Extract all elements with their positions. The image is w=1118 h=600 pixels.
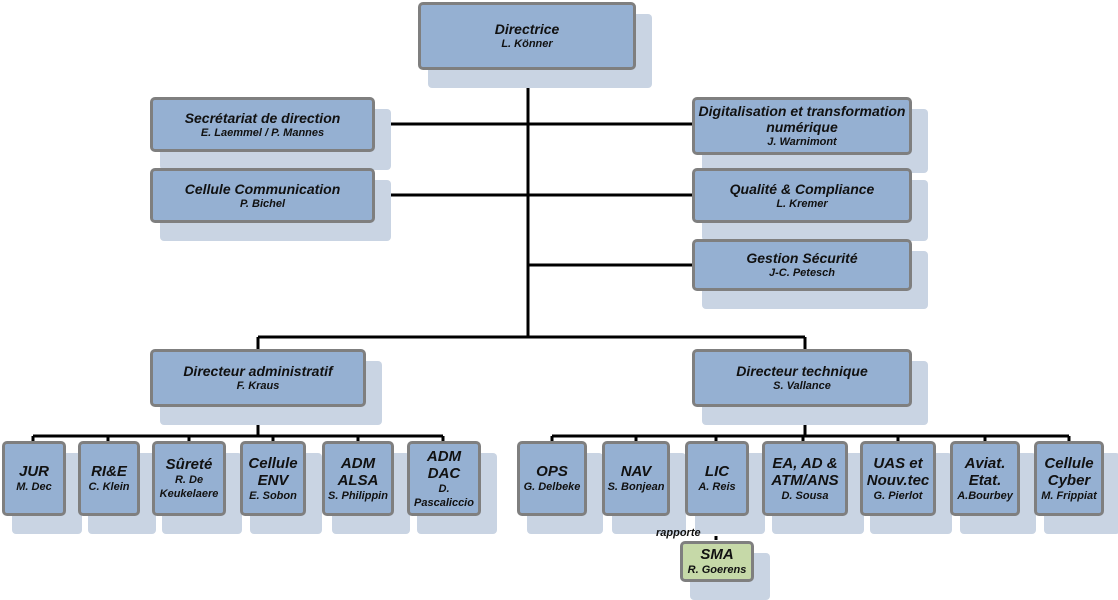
communication-box-person: P. Bichel (239, 197, 286, 210)
directeur-admin-box-title: Directeur administratif (183, 363, 333, 379)
tech-unit-box-person: G. Pierlot (873, 489, 923, 502)
admin-unit-box-title: JUR (18, 463, 49, 480)
tech-unit-box-person: G. Delbeke (523, 481, 581, 493)
admin-unit-box-person: E. Sobon (249, 489, 297, 502)
qualite-box-person: L. Kremer (776, 197, 828, 210)
gestion-securite-box-title: Gestion Sécurité (746, 250, 858, 266)
admin-unit-box-person: S. Philippin (328, 489, 388, 502)
directrice-box-title: Directrice (494, 21, 560, 37)
digitalisation-box-title: Digitalisation et transformation numériq… (698, 103, 906, 135)
communication-box-title: Cellule Communication (184, 180, 341, 197)
admin-unit-box-title: Cellule ENV (248, 454, 298, 489)
digitalisation-box-person: J. Warnimont (767, 136, 837, 148)
admin-unit-box-person: D. Pascaliccio (414, 482, 474, 509)
tech-unit-box-person: D. Sousa (781, 489, 829, 502)
directeur-admin-box-person: F. Kraus (236, 380, 280, 392)
tech-unit-box-person: A. Reis (698, 481, 736, 493)
admin-unit-box-person: M. Dec (16, 481, 52, 493)
digitalisation-box[interactable]: Digitalisation et transformation numériq… (692, 97, 912, 155)
tech-unit-box-title: EA, AD & ATM/ANS (771, 454, 839, 489)
sma-box-title: SMA (700, 546, 734, 563)
directeur-tech-box-person: S. Vallance (773, 380, 831, 392)
tech-unit-box-title: OPS (536, 463, 568, 480)
tech-unit-box-title: UAS et Nouv.tec (866, 454, 930, 489)
tech-unit-box-person: M. Frippiat (1041, 489, 1097, 502)
admin-unit-box-person: C. Klein (88, 481, 130, 493)
tech-unit-box-title: Aviat. Etat. (964, 454, 1006, 489)
tech-unit-box[interactable]: Aviat. Etat.A.Bourbey (950, 441, 1020, 516)
secretariat-box-person: E. Laemmel / P. Mannes (200, 126, 325, 139)
admin-unit-box-title: ADM DAC (426, 447, 462, 482)
reports-label: rapporte (656, 527, 701, 539)
directeur-tech-box-title: Directeur technique (736, 363, 868, 379)
tech-unit-box-title: LIC (704, 463, 730, 480)
tech-unit-box-title: NAV (620, 463, 652, 480)
tech-unit-box-person: A.Bourbey (957, 489, 1013, 502)
qualite-box-title: Qualité & Compliance (729, 180, 875, 197)
admin-unit-box-title: Sûreté (165, 456, 213, 473)
tech-unit-box-person: S. Bonjean (607, 481, 665, 493)
tech-unit-box-title: Cellule Cyber (1044, 454, 1094, 489)
admin-unit-box-title: RI&E (91, 463, 127, 480)
admin-unit-box-person: R. De Keukelaere (159, 474, 219, 500)
admin-unit-box-title: ADM ALSA (337, 454, 379, 489)
sma-box-person: R. Goerens (687, 564, 747, 576)
secretariat-box-title: Secrétariat de direction (184, 109, 341, 126)
directrice-box-person: L. Könner (501, 38, 553, 50)
gestion-securite-box-person: J-C. Petesch (768, 267, 836, 279)
